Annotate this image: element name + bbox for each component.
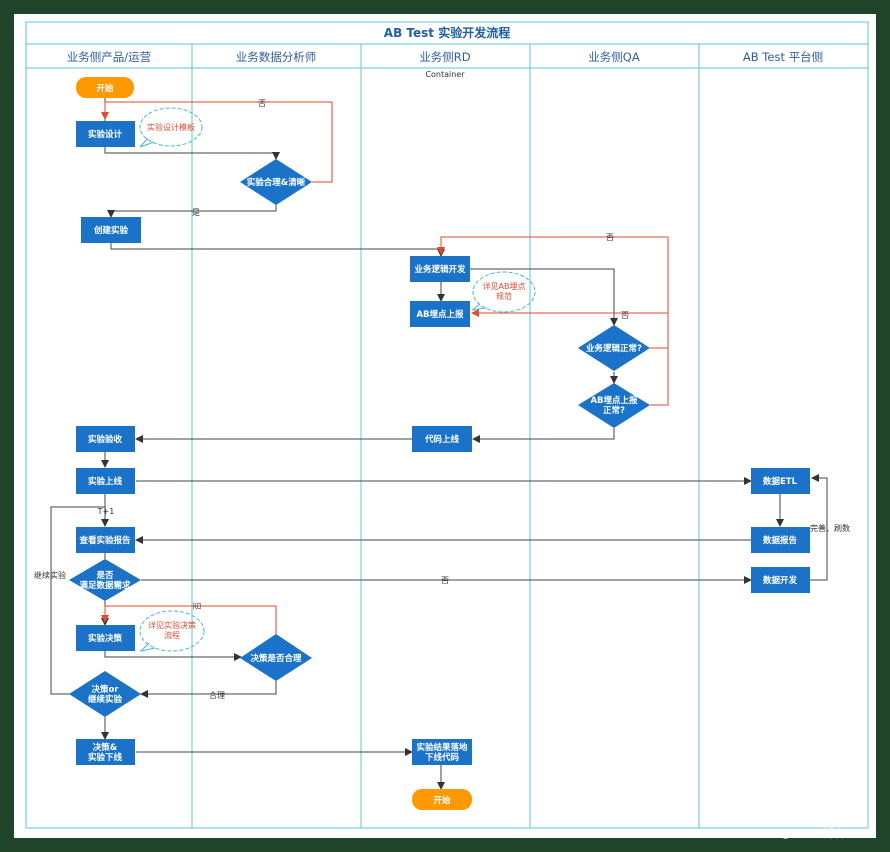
wechat-icon [739,799,769,823]
note-decision-flow [139,610,205,652]
watermark-site: @ITPUB博客 [780,826,845,840]
lane-header-qa: 业务侧QA [588,50,640,64]
svg-text:业务逻辑开发: 业务逻辑开发 [414,264,466,275]
node-rd-dev [410,256,470,282]
svg-text:数据开发: 数据开发 [763,575,798,586]
label-t1: T+1 [97,507,115,516]
svg-text:是否: 是否 [95,570,114,581]
note-design-template [139,107,203,147]
edge-design-judge [104,147,280,160]
svg-text:AB埋点上报: AB埋点上报 [590,395,638,406]
edge-decide-judge [104,651,242,661]
node-online [76,468,135,494]
note-decision-flow-line1: 详见实验决策 [148,620,196,630]
node-decide [76,625,135,651]
node-qa-logic [578,325,650,371]
svg-text:决策or: 决策or [91,684,119,695]
node-continue [69,671,141,717]
svg-text:实验决策: 实验决策 [88,633,123,644]
svg-text:决策&: 决策& [93,742,118,753]
label-yes-judge: 是 [192,208,200,217]
watermark-brand: 转转技术 [774,799,842,820]
start-node [76,77,134,98]
label-continue: 继续实验 [34,570,66,580]
edge-judge-cont [140,681,277,698]
label-reasonable: 合理 [209,690,225,700]
node-cleanup [412,739,472,765]
lane-header-analyst: 业务数据分析师 [236,50,317,64]
edge-qa2-reject [471,309,669,406]
label-no-judge: 否 [258,99,266,108]
svg-text:业务逻辑正常?: 业务逻辑正常? [586,343,642,354]
edge-rd-qa [469,268,618,326]
node-offline [76,739,135,765]
svg-text:实验上线: 实验上线 [88,476,123,487]
node-data-report [751,527,810,553]
edge-cont-loop [50,506,105,695]
node-decide-judge [240,634,312,681]
svg-text:满足数据需求: 满足数据需求 [79,580,131,591]
svg-text:下线代码: 下线代码 [425,752,460,763]
note-decision-flow-line2: 流程 [164,630,180,640]
reject-connectors [101,101,669,634]
node-code-online [412,426,472,452]
node-etl [751,468,810,494]
edge-judge-reject [101,101,333,183]
label-improve: 完善、刷数 [810,523,850,533]
svg-text:开始: 开始 [433,795,451,806]
svg-text:开始: 开始 [96,83,114,94]
svg-text:实验设计: 实验设计 [88,129,123,140]
swimlane-grid [25,21,869,829]
svg-text:正常?: 正常? [603,405,625,416]
end-node [412,789,472,810]
svg-text:AB埋点上报: AB埋点上报 [416,309,464,320]
svg-text:实验合理&清晰: 实验合理&清晰 [247,177,306,188]
label-no-qa-logic: 否 [606,233,614,242]
node-ab-report [410,301,470,327]
node-create [81,217,141,243]
label-no-decide: 否 [193,602,202,610]
lane-header-platform: AB Test 平台侧 [743,50,823,64]
edge-qa2-code [472,428,615,443]
edge-create-rd [110,243,445,257]
svg-text:数据ETL: 数据ETL [763,476,798,487]
flow-connectors [50,98,828,790]
node-judge [240,159,312,205]
node-accept [76,426,135,452]
edge-judge-create [107,205,277,218]
node-data-dev [751,567,810,593]
note-ab-spec-line2: 规范 [496,291,512,301]
lane-header-product: 业务侧产品/运营 [67,50,151,64]
node-qa-ab [578,383,650,428]
edge-decide-reject [101,605,277,634]
label-no-meet: 否 [441,576,449,585]
lane-header-rd: 业务侧RD [419,50,470,64]
edge-qa-reject [437,236,669,349]
note-design-template-text: 实验设计模板 [147,122,195,132]
diagram-title: AB Test 实验开发流程 [384,25,510,40]
node-view-report [76,527,135,553]
svg-text:代码上线: 代码上线 [424,434,460,445]
svg-text:实验结果落地: 实验结果落地 [416,742,468,753]
svg-text:决策是否合理: 决策是否合理 [250,653,302,664]
note-ab-spec [472,271,536,313]
svg-text:数据报告: 数据报告 [763,535,798,546]
svg-text:实验下线: 实验下线 [88,752,123,763]
svg-text:实验验收: 实验验收 [88,434,123,445]
node-meet [69,559,141,601]
note-ab-spec-line1: 详见AB埋点 [483,281,526,291]
label-no-qa-ab: 否 [621,311,629,320]
flow-nodes: 开始 实验设计 实验合理&清晰 创建实验 业务逻辑开发 AB埋点上报 业务逻辑正… [69,77,810,810]
svg-text:查看实验报告: 查看实验报告 [78,535,131,546]
edge-datadev-etl [810,474,828,581]
annotations: 实验设计模板 详见AB埋点 规范 详见实验决策 流程 [139,107,536,652]
edge-labels: 否 是 否 否 T+1 继续实验 否 完善、刷数 否 合理 [34,99,850,700]
watermark: 转转技术 @ITPUB博客 [739,799,845,840]
svg-text:继续实验: 继续实验 [88,694,123,705]
svg-text:创建实验: 创建实验 [93,225,129,236]
node-design [76,121,135,147]
container-label: Container [425,70,465,79]
